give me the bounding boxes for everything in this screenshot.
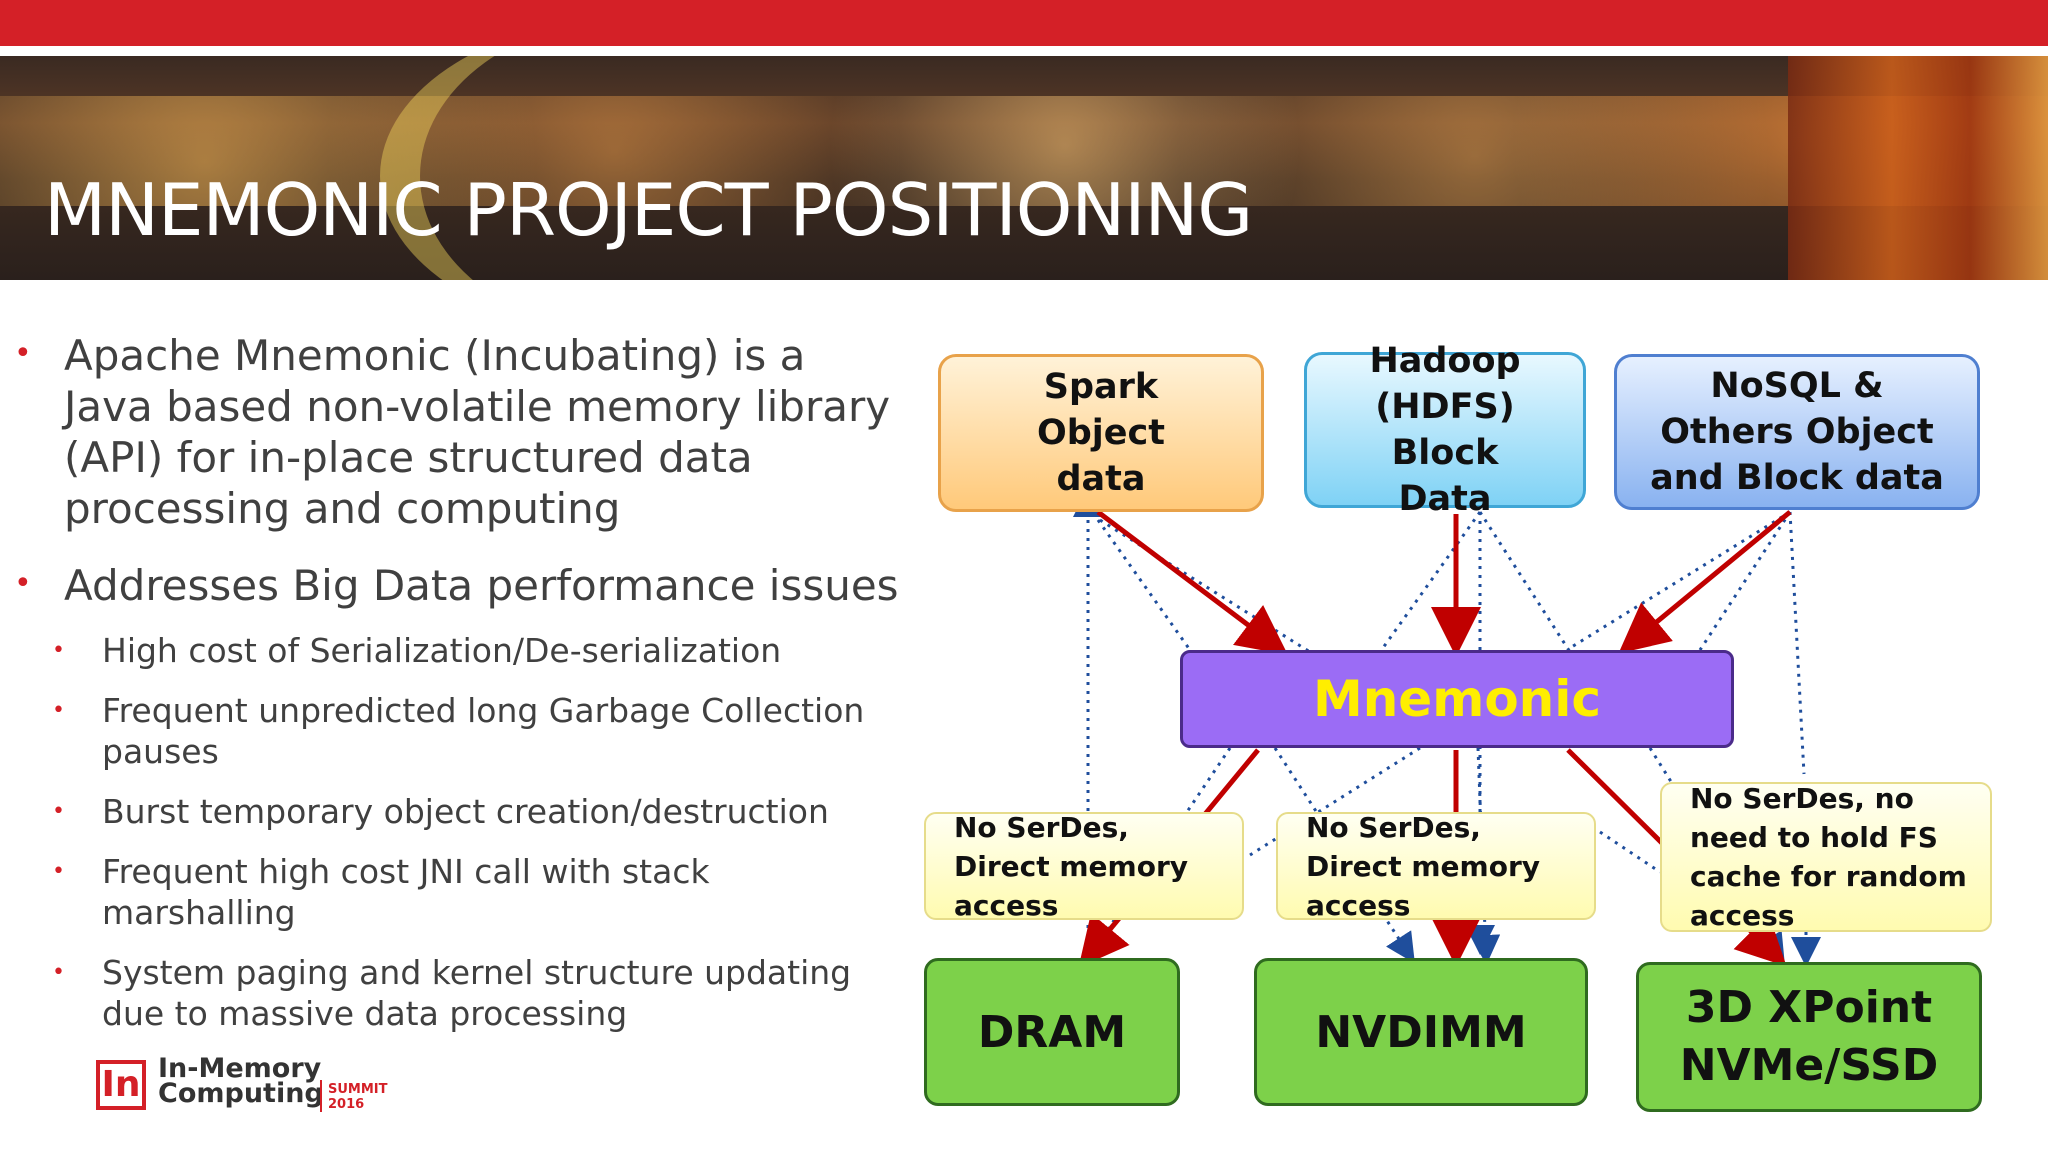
hadoop-hdfs-box: Hadoop (HDFS) Block Data — [1304, 341, 1586, 519]
dotted-arrow — [1599, 830, 1661, 874]
in-logo-icon: In — [96, 1060, 146, 1110]
logo-summit-year: 2016 — [328, 1097, 365, 1112]
sub-bullet-marker: • — [52, 799, 65, 824]
bullet-item: Apache Mnemonic (Incubating) is a Java b… — [64, 331, 891, 533]
dotted-arrow — [1378, 511, 1482, 653]
note-no-serdes-nvdimm: No SerDes, Direct memory access — [1276, 811, 1596, 922]
bullet-item: Addresses Big Data performance issues — [64, 561, 899, 610]
logo-summit-label: SUMMIT — [328, 1082, 388, 1097]
dram-box: DRAM — [924, 958, 1180, 1106]
mnemonic-box: Mnemonic — [1180, 650, 1734, 748]
dotted-arrow — [1470, 747, 1501, 965]
bullet-marker: • — [14, 336, 32, 371]
sub-bullet-item: System paging and kernel structure updat… — [102, 953, 852, 1033]
bullet-marker: • — [14, 566, 32, 601]
dotted-arrow — [1698, 511, 1792, 651]
in-memory-computing-logo: In In-Memory Computing SUMMIT 2016 — [96, 1053, 416, 1118]
slide-title: MNEMONIC PROJECT POSITIONING — [44, 168, 1253, 252]
dotted-arrow — [1788, 511, 1806, 775]
3d-xpoint-nvme-ssd-box: 3D XPoint NVMe/SSD — [1636, 962, 1982, 1112]
dotted-arrow — [1096, 519, 1192, 651]
note-no-serdes-xpoint: No SerDes, no need to hold FS cache for … — [1660, 782, 1992, 932]
sub-bullet-item: Frequent high cost JNI call with stack m… — [102, 852, 710, 932]
solid-arrow — [1096, 510, 1288, 656]
sub-bullet-marker: • — [52, 698, 65, 723]
logo-name-line2: Computing — [158, 1078, 324, 1109]
solid-arrow — [1618, 510, 1792, 654]
spark-object-data-box: Spark Object data — [938, 354, 1264, 512]
nvdimm-box: NVDIMM — [1254, 958, 1588, 1106]
header-banner-image — [0, 56, 2048, 280]
nosql-others-box: NoSQL & Others Object and Block data — [1614, 354, 1980, 510]
dotted-arrow — [1569, 510, 1791, 650]
top-accent-bar — [0, 0, 2048, 46]
sub-bullet-item: Frequent unpredicted long Garbage Collec… — [102, 691, 865, 771]
dotted-arrow — [1249, 746, 1421, 857]
sub-bullet-item: Burst temporary object creation/destruct… — [102, 792, 829, 831]
sub-bullet-item: High cost of Serialization/De-serializat… — [102, 631, 782, 670]
sub-bullet-marker: • — [52, 960, 65, 985]
sub-bullet-marker: • — [52, 638, 65, 663]
sub-bullet-marker: • — [52, 859, 65, 884]
logo-name-line1: In-Memory — [158, 1053, 322, 1084]
note-no-serdes-dram: No SerDes, Direct memory access — [924, 811, 1244, 922]
dotted-arrow — [1478, 511, 1572, 653]
